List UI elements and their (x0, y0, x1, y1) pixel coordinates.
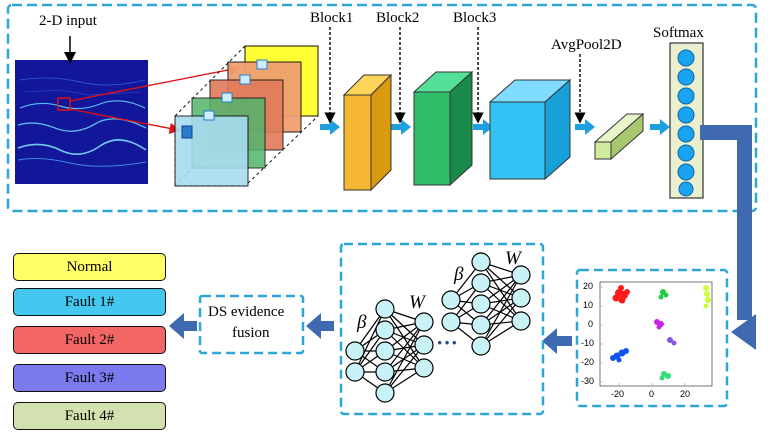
y-tick: 20 (583, 281, 594, 291)
beta-label-1: β (357, 312, 367, 333)
avgpool-bar (593, 112, 645, 161)
arrow-to-nets (542, 328, 572, 354)
block1-cube (342, 73, 393, 192)
x-tick: -20 (611, 389, 625, 399)
block2-cube (412, 70, 474, 187)
ellipsis: ··· (436, 330, 459, 355)
ds-label-line1: DS evidence (208, 304, 285, 320)
block1-label: Block1 (310, 10, 354, 26)
output-fault-4: Fault 4# (13, 402, 166, 430)
feature-maps (174, 45, 319, 187)
y-tick: -10 (581, 338, 595, 348)
w-label-2: W (505, 248, 521, 269)
y-tick: -30 (581, 376, 595, 386)
nn-frame (339, 242, 545, 416)
network-1 (345, 299, 434, 403)
output-normal: Normal (13, 253, 166, 281)
cnn-frame (6, 3, 758, 213)
input-image (15, 60, 148, 184)
y-tick: -20 (581, 357, 595, 367)
arrow-to-outputs (169, 313, 197, 339)
block2-label: Block2 (376, 10, 420, 26)
block3-cube (488, 78, 572, 181)
output-fault-1: Fault 1# (13, 288, 166, 316)
x-tick: 20 (680, 389, 691, 399)
y-tick: 0 (588, 319, 594, 329)
output-fault-2: Fault 2# (13, 326, 166, 354)
y-tick: 10 (583, 300, 594, 310)
ds-frame (198, 294, 305, 355)
scatter-plot (599, 281, 713, 387)
beta-label-2: β (454, 264, 464, 285)
input-label: 2-D input (39, 13, 97, 29)
block3-label: Block3 (453, 10, 497, 26)
arrow-to-ds (306, 313, 334, 339)
x-tick: 0 (649, 389, 655, 399)
avgpool-label: AvgPool2D (551, 37, 622, 53)
ds-label-line2: fusion (232, 325, 270, 341)
softmax-label: Softmax (653, 25, 704, 41)
network-2 (441, 252, 531, 356)
big-arrow-right (700, 125, 756, 350)
w-label-1: W (409, 292, 425, 313)
flow-arrows-top (320, 119, 670, 135)
output-fault-3: Fault 3# (13, 364, 166, 392)
softmax-column (669, 42, 704, 199)
